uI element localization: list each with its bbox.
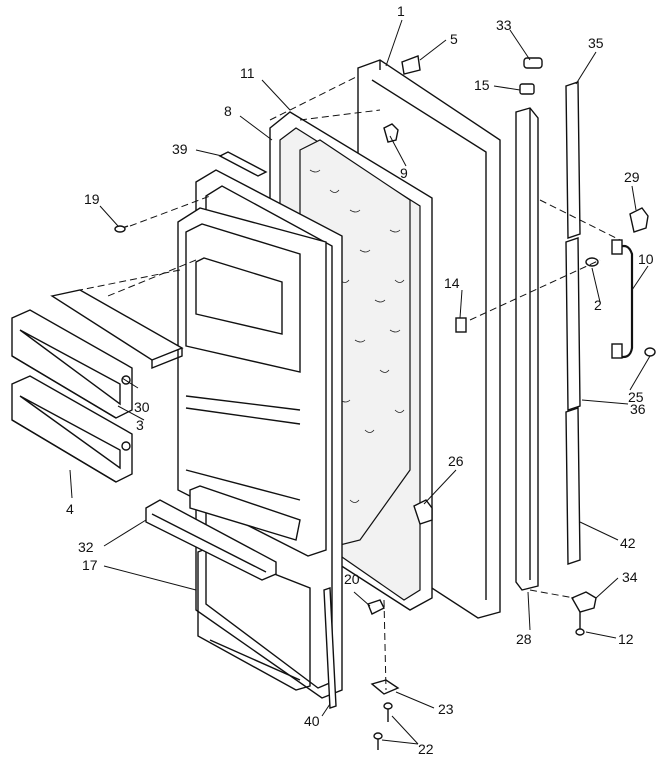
vertical-trim (323, 587, 337, 709)
callout-40: 40 (304, 713, 320, 729)
callout-42: 42 (620, 535, 636, 551)
door-shelf-rail (145, 499, 277, 581)
side-screw (114, 225, 129, 233)
callout-14: 14 (444, 275, 460, 291)
callout-33: 33 (496, 17, 512, 33)
callout-36: 36 (630, 401, 646, 417)
callout-8: 8 (224, 103, 232, 119)
callout-11: 11 (240, 65, 255, 81)
callout-32: 32 (78, 539, 94, 555)
callout-10: 10 (638, 251, 654, 267)
handle-mount-screw-bottom (644, 347, 656, 357)
callout-23: 23 (438, 701, 454, 717)
callout-25: 25 (628, 389, 644, 405)
callout-4: 4 (66, 501, 74, 517)
handle-trim-lower (565, 407, 581, 565)
lower-hinge-bracket (571, 591, 597, 636)
callout-26: 26 (448, 453, 464, 469)
callout-30: 30 (134, 399, 150, 415)
callout-2: 2 (594, 297, 602, 313)
hinge-bushing-top (519, 83, 535, 95)
handle-mount-screw-top (585, 257, 599, 267)
hinge-channel (515, 107, 539, 591)
hinge-cap (629, 207, 649, 233)
callout-28: 28 (516, 631, 532, 647)
handle-trim-middle (565, 237, 581, 411)
bottom-hinge-plate (370, 679, 400, 695)
callout-20: 20 (344, 571, 360, 587)
door-bin-upper (11, 309, 133, 419)
callout-29: 29 (624, 169, 640, 185)
cam-piece (367, 599, 385, 615)
top-trim-strip (218, 151, 268, 177)
callout-9: 9 (400, 165, 408, 181)
callout-35: 35 (588, 35, 604, 51)
handle-trim-upper (565, 81, 581, 239)
callout-5: 5 (450, 31, 458, 47)
callout-19: 19 (84, 191, 100, 207)
callout-15: 15 (474, 77, 490, 93)
label-plate (401, 55, 421, 75)
mounting-stud (383, 123, 399, 143)
door-bin-lower (11, 375, 133, 483)
shelf-strip (50, 289, 184, 370)
callout-17: 17 (82, 557, 98, 573)
leader-lines (69, 19, 651, 745)
stop-bumper (523, 57, 543, 69)
door-stop-block (413, 499, 433, 525)
callout-39: 39 (172, 141, 188, 157)
callout-22: 22 (418, 741, 434, 757)
dispenser-housing (177, 207, 327, 691)
callout-1: 1 (397, 3, 405, 19)
door-handle (611, 239, 634, 359)
callout-34: 34 (622, 569, 638, 585)
retainer-clip (455, 317, 467, 333)
callout-labels: 1 2 3 4 5 8 9 10 11 12 14 15 17 19 20 22… (66, 3, 654, 757)
hinge-screws (373, 702, 393, 750)
callout-3: 3 (136, 417, 144, 433)
callout-12: 12 (618, 631, 634, 647)
assembly-lines (79, 75, 621, 691)
